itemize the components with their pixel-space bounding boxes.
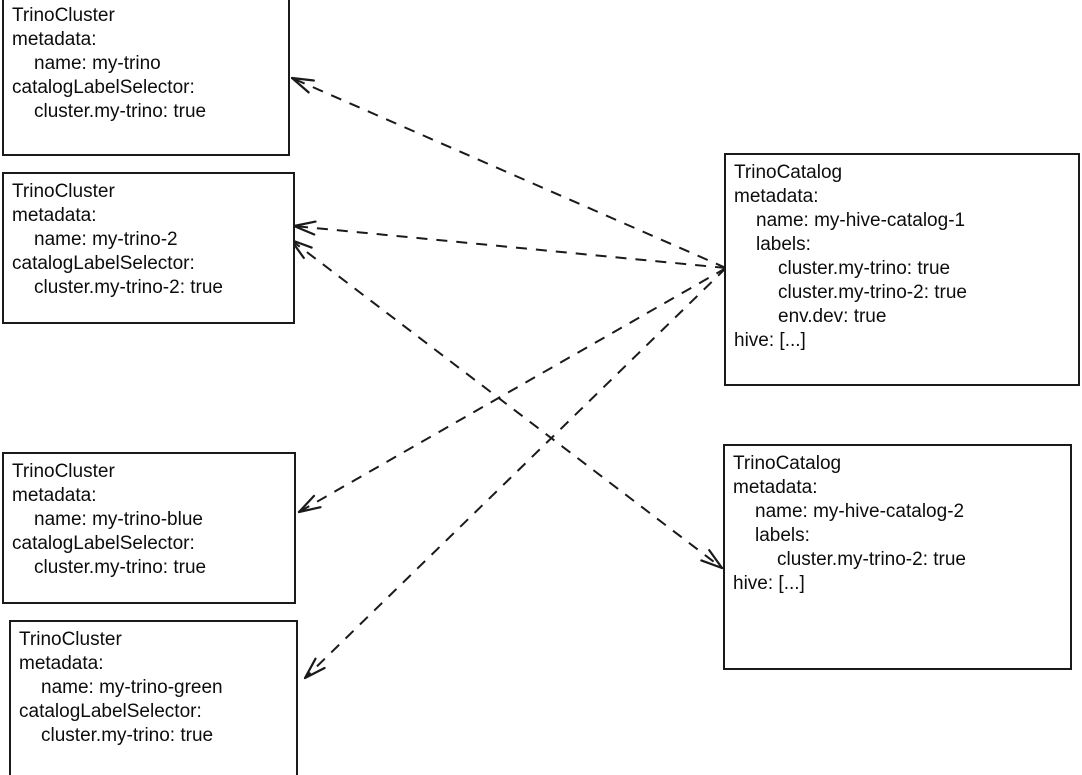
node-field-line: metadata:: [19, 653, 104, 674]
node-field-line: metadata:: [12, 29, 97, 50]
node-kind-label: TrinoCluster: [12, 461, 115, 482]
node-field-line: metadata:: [733, 477, 818, 498]
node-field-line: hive: [...]: [733, 573, 805, 594]
edge-line: [293, 225, 727, 269]
node-field-line: hive: [...]: [734, 330, 806, 351]
node-field-line: env.dev: true: [778, 306, 887, 327]
node-field-line: labels:: [756, 234, 811, 255]
edge-edge-catalog1-to-my-trino-green[interactable]: [303, 267, 727, 680]
arrowhead-icon: [700, 548, 724, 570]
node-field-line: cluster.my-trino: true: [34, 101, 207, 122]
node-field-line: labels:: [755, 525, 810, 546]
edge-line: [290, 239, 723, 569]
node-field-line: name: my-trino-2: [34, 229, 178, 250]
arrowhead-icon: [292, 220, 317, 236]
node-cluster-my-trino-2[interactable]: TrinoCluster metadata: name: my-trino-2 cat…: [2, 172, 295, 324]
node-catalog-my-hive-catalog-2[interactable]: TrinoCatalog metadata: name: my-hive-catal…: [723, 444, 1072, 670]
arrowhead-icon: [303, 657, 326, 680]
node-kind-label: TrinoCluster: [12, 5, 115, 26]
node-cluster-my-trino[interactable]: TrinoCluster metadata: name: my-trino catal…: [2, 0, 290, 156]
edge-line: [304, 267, 727, 679]
node-field-line: metadata:: [12, 205, 97, 226]
node-cluster-my-trino-blue[interactable]: TrinoCluster metadata: name: my-trino-blue…: [2, 452, 296, 604]
node-field-line: metadata:: [12, 485, 97, 506]
node-field-line: name: my-trino-green: [41, 677, 223, 698]
node-field-line: name: my-hive-catalog-1: [756, 210, 966, 231]
edge-edge-catalog1-to-my-trino-2[interactable]: [292, 220, 727, 269]
edge-edge-my-trino-2-to-catalog2[interactable]: [289, 238, 724, 570]
edge-edge-catalog1-to-my-trino[interactable]: [290, 76, 727, 269]
node-field-line: catalogLabelSelector:: [12, 253, 195, 274]
node-field-line: cluster.my-trino-2: true: [34, 277, 223, 298]
node-kind-label: TrinoCatalog: [734, 162, 843, 183]
node-field-line: name: my-trino: [34, 53, 161, 74]
edge-edge-catalog1-to-my-trino-blue[interactable]: [297, 267, 727, 514]
node-field-line: name: my-hive-catalog-2: [755, 501, 965, 522]
node-kind-label: TrinoCatalog: [733, 453, 842, 474]
node-field-line: cluster.my-trino: true: [778, 258, 951, 279]
node-field-line: cluster.my-trino: true: [34, 557, 207, 578]
node-field-line: catalogLabelSelector:: [19, 701, 202, 722]
node-field-line: catalogLabelSelector:: [12, 77, 195, 98]
node-cluster-my-trino-green[interactable]: TrinoCluster metadata: name: my-trino-gree…: [9, 620, 298, 775]
node-kind-label: TrinoCluster: [12, 181, 115, 202]
node-field-line: cluster.my-trino: true: [41, 725, 214, 746]
edge-line: [291, 77, 727, 269]
edge-line: [298, 267, 727, 513]
node-catalog-my-hive-catalog-1[interactable]: TrinoCatalog metadata: name: my-hive-catal…: [724, 153, 1080, 386]
arrowhead-icon: [290, 76, 315, 94]
node-field-line: cluster.my-trino-2: true: [777, 549, 966, 570]
node-field-line: catalogLabelSelector:: [12, 533, 195, 554]
node-field-line: cluster.my-trino-2: true: [778, 282, 967, 303]
node-field-line: name: my-trino-blue: [34, 509, 203, 530]
node-kind-label: TrinoCluster: [19, 629, 122, 650]
node-field-line: metadata:: [734, 186, 819, 207]
arrowhead-icon: [297, 494, 322, 514]
